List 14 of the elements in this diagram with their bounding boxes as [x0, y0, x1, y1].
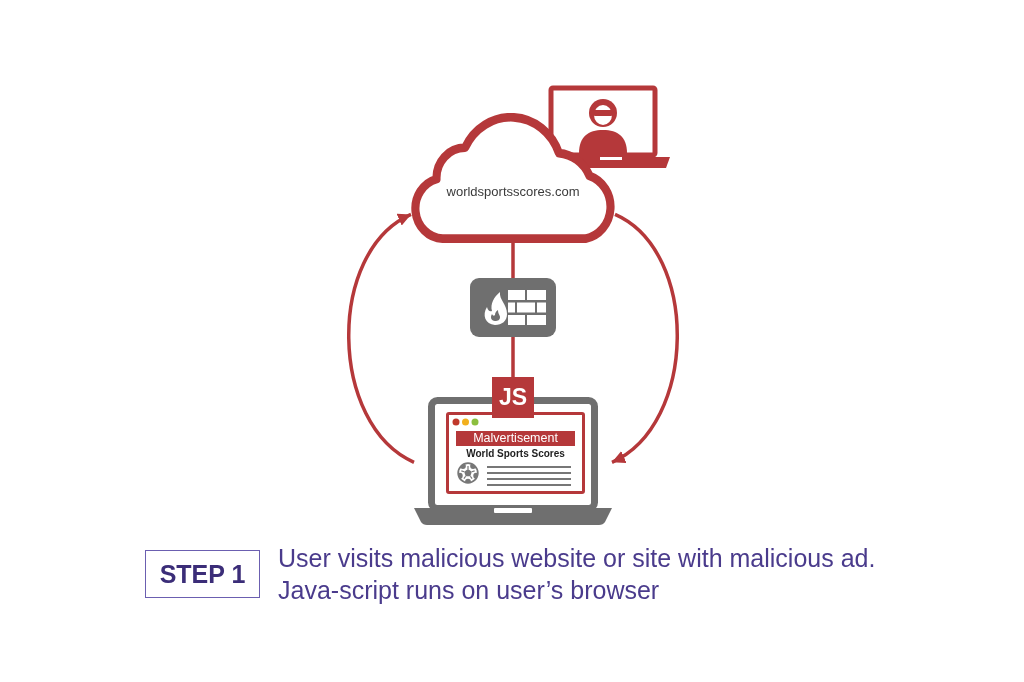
browser-window	[446, 412, 585, 494]
step-description: User visits malicious website or site with malicious ad. Java-script runs on user’s browser	[278, 543, 877, 606]
firewall-icon	[470, 278, 556, 337]
step-label: STEP 1	[145, 550, 260, 598]
curved-arrow	[347, 212, 415, 464]
site-address-text: worldsportsscores.com	[446, 184, 580, 199]
curved-arrow	[611, 212, 679, 464]
js-tag: JS	[492, 377, 534, 418]
connector-line	[511, 243, 515, 278]
connector-line	[511, 337, 515, 377]
hacker-laptop-illustration	[548, 85, 672, 170]
page-heading: World Sports Scores	[466, 448, 565, 459]
cloud-shape	[411, 113, 615, 243]
ad-banner: Malvertisement	[456, 431, 575, 446]
